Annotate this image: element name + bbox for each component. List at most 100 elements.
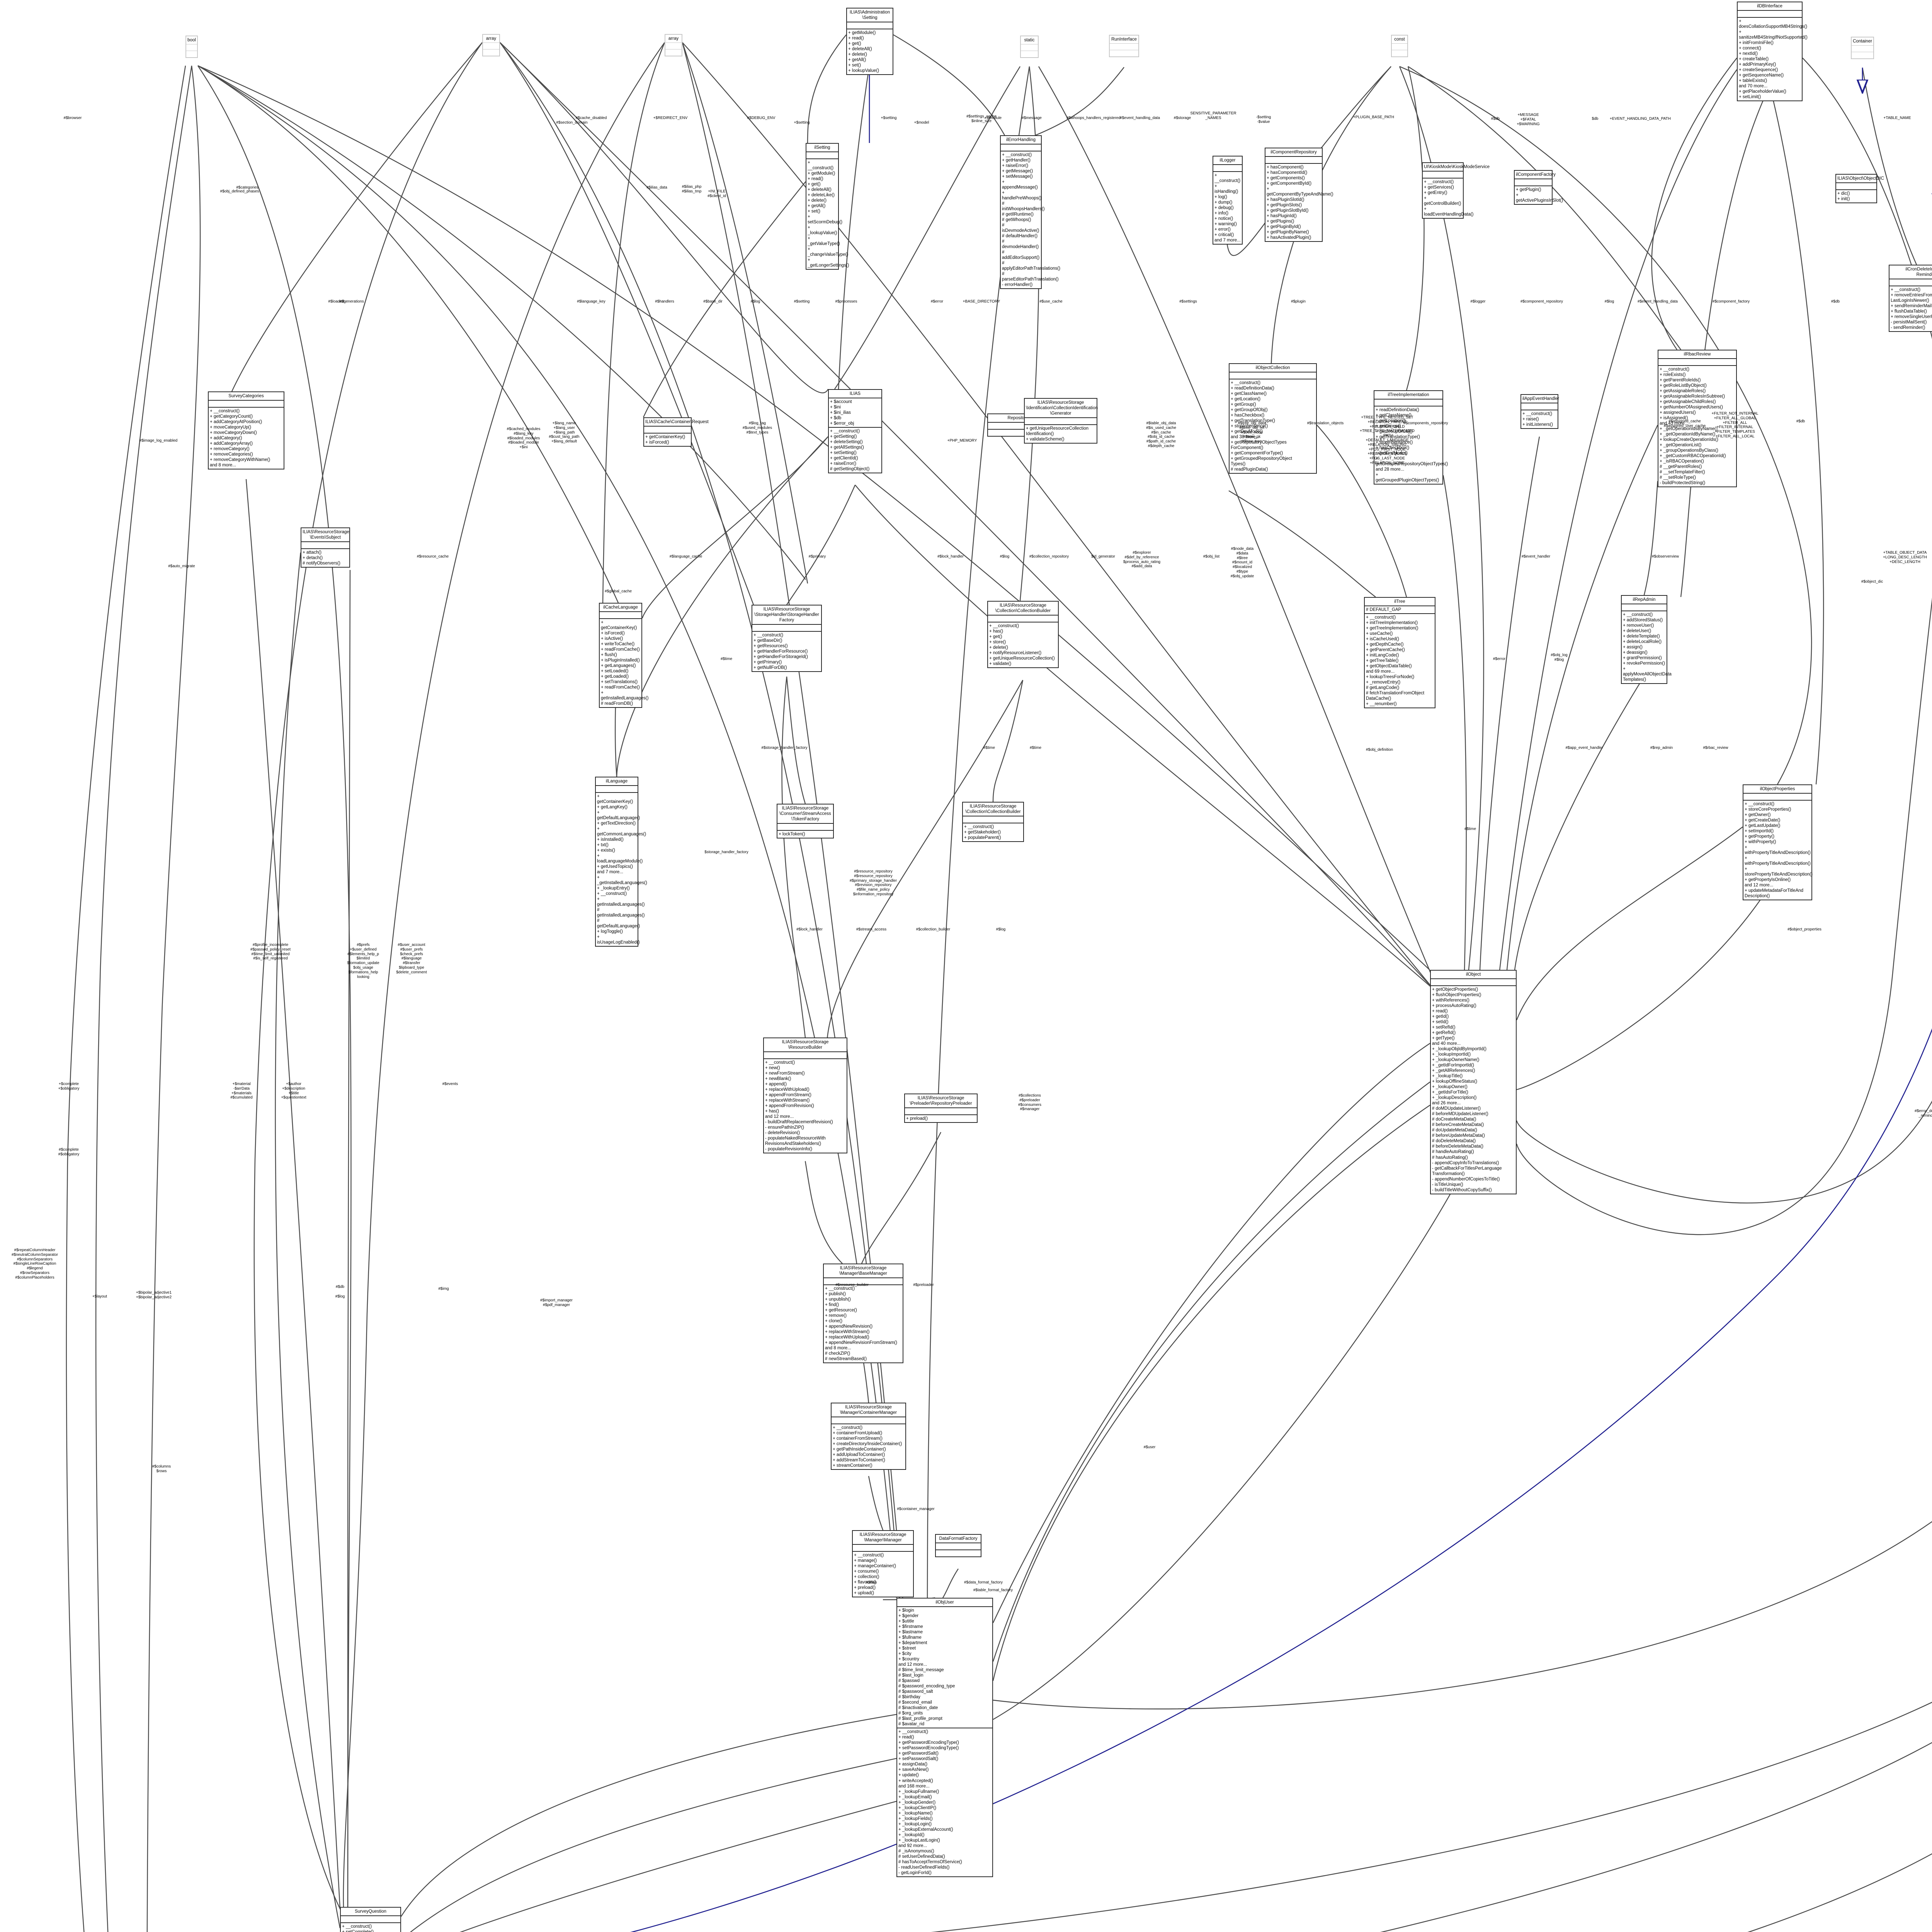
uml-class-bool[interactable]: bool	[185, 36, 198, 58]
uml-class-array2[interactable]: array	[665, 34, 682, 57]
uml-class-ilobjectdic[interactable]: ILIAS\Object\ObjectDIC+ dic() + init()	[1835, 174, 1884, 204]
uml-class-ilresourcestorage_manager[interactable]: ILIAS\ResourceStorage \Manager\Manager+ …	[852, 1530, 914, 1598]
edge-label: #$rep_admin	[1650, 746, 1673, 750]
edge-label: #$observerview	[1651, 554, 1679, 559]
uml-class-ilsetting[interactable]: ilSetting+ __construct() + getModule() +…	[806, 143, 849, 270]
class-operations: + __construct() + getCategoryCount() + a…	[210, 409, 270, 468]
uml-class-ilresourcestorage_containermanager[interactable]: ILIAS\ResourceStorage \Manager\Container…	[831, 1403, 906, 1470]
edge-label: #$collection_repository	[1029, 554, 1069, 559]
uml-class-ilkioskmodeservice[interactable]: UI\KioskMode\KioskModeService+ __constru…	[1422, 162, 1490, 219]
uml-class-ilcollectionbuilder[interactable]: ILIAS\ResourceStorage \Collection\Collec…	[987, 601, 1059, 668]
edge-label: #$app_event_handler	[1565, 746, 1603, 750]
uml-class-ilobjuser[interactable]: ilObjUser+ $login + $gender + $utitle + …	[896, 1598, 993, 1877]
class-operations: + doesCollationSupportMB4Strings() + san…	[1739, 19, 1808, 100]
edge-label: #$table_obj_data #$is_used_cache #$in_ca…	[1146, 421, 1176, 448]
edge-label: #$profile_incomplete #$passwd_policy_res…	[250, 943, 291, 961]
uml-class-ilias_admin_setting[interactable]: ILIAS\Administration \Setting+ getModule…	[846, 8, 893, 75]
uml-class-illogger[interactable]: ilLogger+ __construct() + isHandling() +…	[1213, 156, 1243, 245]
uml-class-ilresourcestorage_eventsubject[interactable]: ILIAS\ResourceStorage \Events\Subject+ a…	[301, 527, 350, 568]
class-attributes	[1658, 359, 1736, 366]
class-operations: + getUniqueResourceCollection Identifica…	[1026, 426, 1089, 442]
class-operations: + preload()	[906, 1116, 928, 1121]
edge-label: #$data_format_factory	[964, 1580, 1003, 1585]
uml-class-runinterface[interactable]: RunInterface	[1109, 35, 1139, 58]
uml-class-array1[interactable]: array	[482, 34, 500, 57]
class-attributes	[1852, 46, 1873, 53]
uml-class-surveycategories[interactable]: SurveyCategories + __construct() + getCat…	[208, 391, 284, 470]
edge-label: #$storage	[1173, 116, 1191, 120]
edge-label: #$logger	[1470, 299, 1486, 304]
uml-class-ilcomponentfactory[interactable]: ilComponentFactory+ getPlugin() + getAct…	[1514, 170, 1563, 205]
class-title: ilAppEventHandler	[1521, 395, 1559, 404]
uml-class-dataformatfactory[interactable]: DataFormatFactory	[935, 1534, 981, 1558]
class-attributes	[209, 401, 284, 408]
class-attributes	[1021, 44, 1038, 51]
uml-class-ilobject[interactable]: ilObject+ getObjectProperties() + flushO…	[1430, 970, 1517, 1194]
class-attributes	[1110, 44, 1138, 51]
uml-class-iltree[interactable]: ilTree# DEFAULT_GAP+ __construct() + ini…	[1364, 597, 1435, 709]
class-title: ILIAS\ResourceStorage \Manager\BaseManag…	[824, 1264, 903, 1279]
uml-class-container[interactable]: Container	[1851, 37, 1874, 60]
edge-label: +$REDIRECT_ENV	[653, 116, 688, 120]
uml-class-ilcrondeleteinactive2[interactable]: ilCronDeleteInactiveUser ReminderMail+ _…	[1889, 265, 1932, 332]
uml-class-static[interactable]: static	[1020, 36, 1039, 58]
uml-class-ilobjectcollection[interactable]: ilObjectCollection+ __construct() + read…	[1229, 363, 1317, 474]
class-title: ilLogger	[1213, 156, 1242, 165]
uml-class-ilresourcestorage_managerbase[interactable]: ILIAS\ResourceStorage \Manager\BaseManag…	[823, 1264, 903, 1364]
edge-label: #$storage_handler_factory	[761, 746, 808, 750]
class-operations: + getContainerKey() + isForced()	[645, 435, 685, 445]
edge-label: #$log	[1000, 554, 1010, 559]
edge-label: +EVENT_HANDLING_DATA_PATH	[1610, 117, 1671, 121]
uml-class-ilresourcecollectionidentification[interactable]: ILIAS\ResourceStorage \Identification\Co…	[1024, 398, 1098, 444]
class-attributes	[341, 1916, 400, 1923]
uml-class-ilcomponentrepository[interactable]: ilComponentRepository+ hasComponent() + …	[1265, 148, 1333, 242]
uml-class-ilcachecontainer[interactable]: ILIAS\Cache\Container\Request+ getContai…	[643, 417, 709, 447]
edge-label: #$error	[930, 299, 944, 304]
edge-label: +MESSAGE +$FATAL +$WARNING	[1517, 113, 1540, 126]
class-attributes	[1743, 794, 1811, 801]
uml-class-ildbinterface[interactable]: ilDBInterface+ doesCollationSupportMB4St…	[1737, 2, 1808, 102]
uml-class-ilresourcestorage_sbf[interactable]: ILIAS\ResourceStorage \StorageHandler\St…	[752, 605, 822, 672]
uml-class-ilresourcestorage_builder[interactable]: ILIAS\ResourceStorage \ResourceBuilder+ …	[763, 1037, 847, 1154]
uml-class-ilresourcestorage_csb[interactable]: ILIAS\ResourceStorage \Consumer\StreamAc…	[777, 804, 834, 839]
class-operations: + __construct() + getServices() + getEnt…	[1424, 180, 1474, 217]
class-title: const	[1392, 36, 1407, 44]
edge-label: #$stream_access	[856, 927, 887, 932]
class-title: Container	[1852, 37, 1873, 46]
uml-class-ilrbacreview[interactable]: ilRbacReview+ __construct() + roleExists…	[1658, 350, 1737, 488]
uml-class-ilias[interactable]: ILIAS+ $account + $ini + $ini_ilias + $d…	[828, 389, 882, 474]
uml-class-ilresourcestorage_rb[interactable]: ILIAS\ResourceStorage \Collection\Collec…	[962, 802, 1024, 842]
edge-label: #$setting	[794, 299, 810, 304]
uml-class-ilerrorhandling[interactable]: ilErrorHandling+ __construct() + getHand…	[1000, 135, 1060, 289]
uml-class-ilrepadmin[interactable]: ilRepAdmin+ __construct() + addStoredSta…	[1621, 595, 1672, 684]
uml-class-ilcachelanguage[interactable]: ilCacheLanguage+ getContainerKey() + isF…	[599, 603, 648, 708]
edge-label: +$setting	[881, 116, 897, 120]
uml-class-ilappeventhandler[interactable]: ilAppEventHandler+ __construct() + raise…	[1520, 394, 1559, 429]
edge-label: SENSITIVE_PARAMETER _NAMES	[1190, 111, 1236, 120]
class-title: SurveyCategories	[209, 392, 284, 401]
class-title: ilObjUser	[897, 1599, 992, 1607]
edge-label: #$resource_repository #$resource_reposit…	[849, 869, 897, 896]
edge-label: +$author +$description +$title +$questio…	[281, 1082, 306, 1100]
class-title: ILIAS\Object\ObjectDIC	[1836, 175, 1884, 184]
class-title: ILIAS\ResourceStorage \Events\Subject	[301, 528, 349, 543]
edge-label: #$ilias_php #$ilias_tmp	[682, 185, 702, 194]
edge-label: #$table_format_factory	[973, 1588, 1013, 1592]
edge-label: #$DEBUG_ENV	[747, 116, 776, 120]
edge-label: #$use_cache	[1039, 299, 1063, 304]
uml-class-surveyquestion[interactable]: SurveyQuestion+ __construct() + setCompl…	[340, 1907, 401, 1932]
class-title: array	[665, 35, 682, 43]
edge-label: +INI_FILE #$client_id	[707, 189, 726, 198]
uml-class-ilanguage[interactable]: ilLanguage+ getContainerKey() + getLangK…	[595, 777, 647, 947]
uml-class-ilresourcestorage_preloader[interactable]: ILIAS\ResourceStorage \Preloader\Reposit…	[904, 1094, 978, 1123]
uml-class-const[interactable]: const	[1391, 35, 1408, 58]
class-attributes	[847, 22, 893, 30]
uml-class-iltreeimplementation[interactable]: ilTreeImplementation+ readDefinitionData…	[1374, 390, 1448, 485]
edge-label: #$user	[1143, 1445, 1156, 1449]
class-attributes	[1836, 183, 1876, 190]
uml-class-ilobjectproperties[interactable]: ilObjectProperties+ __construct() + stor…	[1743, 784, 1813, 901]
edge-label: #$error	[1493, 657, 1506, 661]
class-title: ILIAS\ResourceStorage \Manager\Manager	[853, 1531, 913, 1545]
edge-label: +$material -$arrData +$materials #$cumul…	[230, 1082, 253, 1100]
